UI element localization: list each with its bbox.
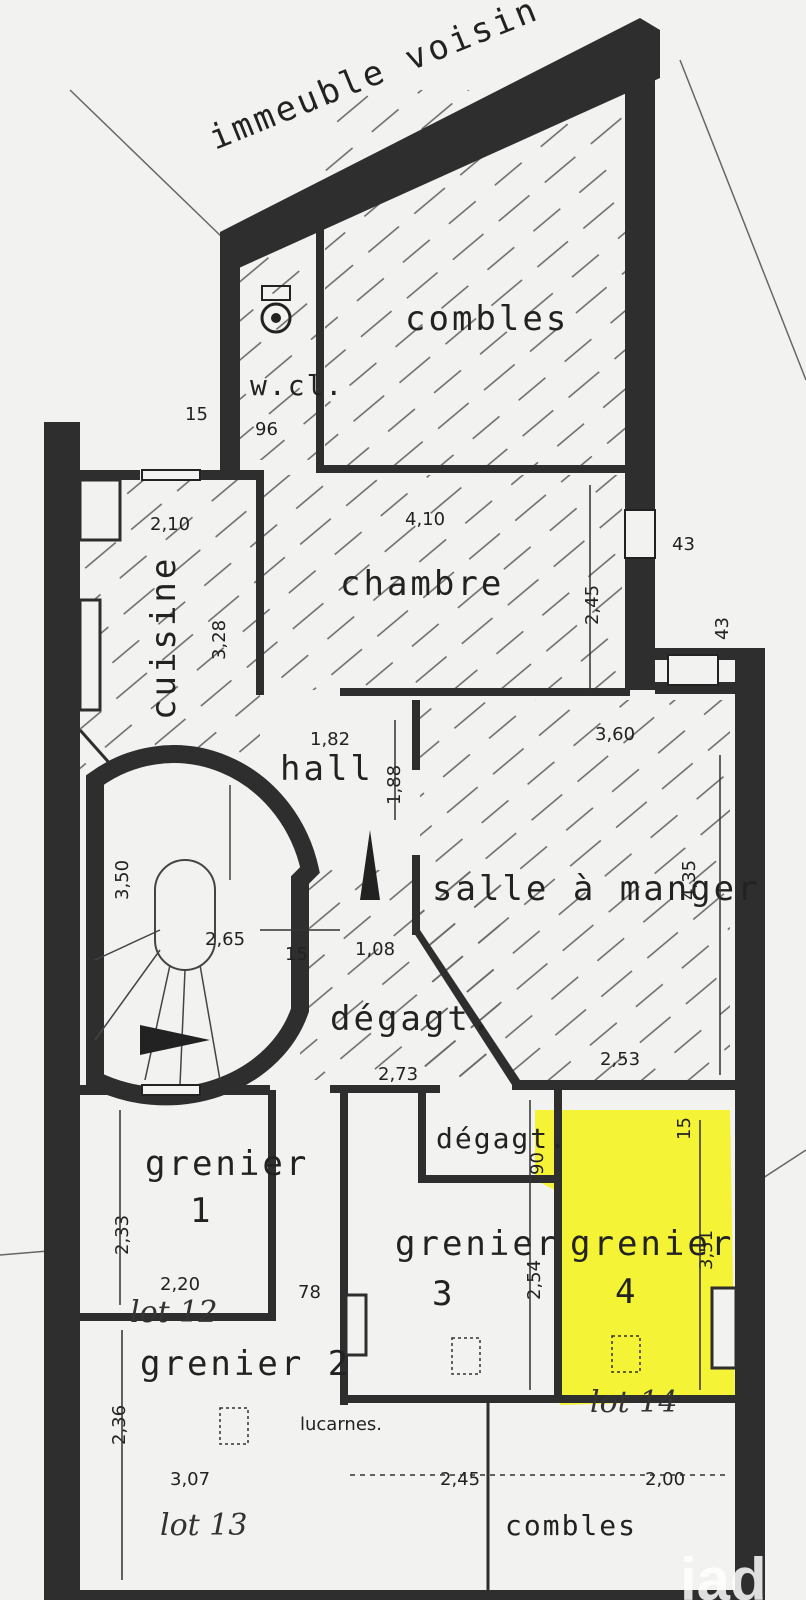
dim-435: 4,35	[679, 860, 700, 900]
dim-15-top: 15	[185, 404, 208, 425]
dim-360: 3,60	[595, 724, 635, 745]
vent-markers	[219, 1335, 641, 1445]
label-combles-bottom: combles	[505, 1509, 637, 1542]
lot-13: lot 13	[160, 1508, 247, 1543]
dim-90: 90	[527, 1152, 548, 1175]
label-grenier-3-num: 3	[432, 1274, 455, 1314]
label-lucarnes: lucarnes.	[300, 1414, 382, 1435]
label-degagement-1: dégagt.	[330, 999, 494, 1039]
dim-245-h: 2,45	[440, 1469, 480, 1490]
dim-233: 2,33	[112, 1215, 133, 1255]
dim-245-v: 2,45	[582, 585, 603, 625]
grenier-4-highlight	[535, 1110, 735, 1405]
label-grenier-3: grenier	[395, 1224, 559, 1264]
dim-265: 2,65	[205, 929, 245, 950]
label-grenier-1-num: 1	[190, 1191, 213, 1231]
label-grenier-2: grenier 2	[140, 1344, 351, 1384]
label-chambre: chambre	[340, 564, 504, 604]
dim-43-b: 43	[712, 617, 733, 640]
dim-108: 1,08	[355, 939, 395, 960]
label-grenier-4-num: 4	[615, 1272, 638, 1312]
dim-253: 2,53	[600, 1049, 640, 1070]
window-markers	[141, 469, 719, 1096]
dim-200: 2,00	[645, 1469, 685, 1490]
dim-307: 3,07	[170, 1469, 210, 1490]
dim-410: 4,10	[405, 509, 445, 530]
lot-14: lot 14	[590, 1385, 677, 1420]
label-salle-a-manger: salle à manger	[432, 869, 761, 909]
dim-351: 3,51	[696, 1230, 717, 1270]
label-combles-top: combles	[405, 299, 569, 339]
dim-15-mid: 15	[285, 944, 308, 965]
background-lines	[0, 59, 806, 1256]
dim-254: 2,54	[524, 1260, 545, 1300]
hall-arrow	[360, 830, 380, 900]
dim-220: 2,20	[160, 1274, 200, 1295]
label-hall: hall	[280, 749, 374, 789]
dimension-lines	[119, 485, 730, 1580]
dim-43-a: 43	[672, 534, 695, 555]
dim-78: 78	[298, 1282, 321, 1303]
walls	[44, 18, 765, 1600]
label-grenier-1: grenier	[145, 1144, 309, 1184]
label-grenier-4: grenier	[570, 1224, 734, 1264]
dim-182: 1,82	[310, 729, 350, 750]
label-degagement-2: dégagt.	[436, 1122, 568, 1155]
thin-partitions	[78, 478, 738, 1595]
dim-15-right: 15	[674, 1117, 695, 1140]
lot-12: lot 12	[130, 1295, 217, 1330]
dim-273: 2,73	[378, 1064, 418, 1085]
staircase	[86, 745, 320, 1106]
dim-350: 3,50	[112, 860, 133, 900]
watermark-logo: iad	[680, 1546, 767, 1600]
toilet-icon	[260, 285, 292, 334]
dim-96: 96	[255, 419, 278, 440]
label-cuisine: cuisine	[144, 556, 184, 720]
dim-210: 2,10	[150, 514, 190, 535]
dim-328: 3,28	[209, 620, 230, 660]
dim-236: 2,36	[109, 1405, 130, 1445]
label-wc: w.cl.	[250, 369, 344, 402]
